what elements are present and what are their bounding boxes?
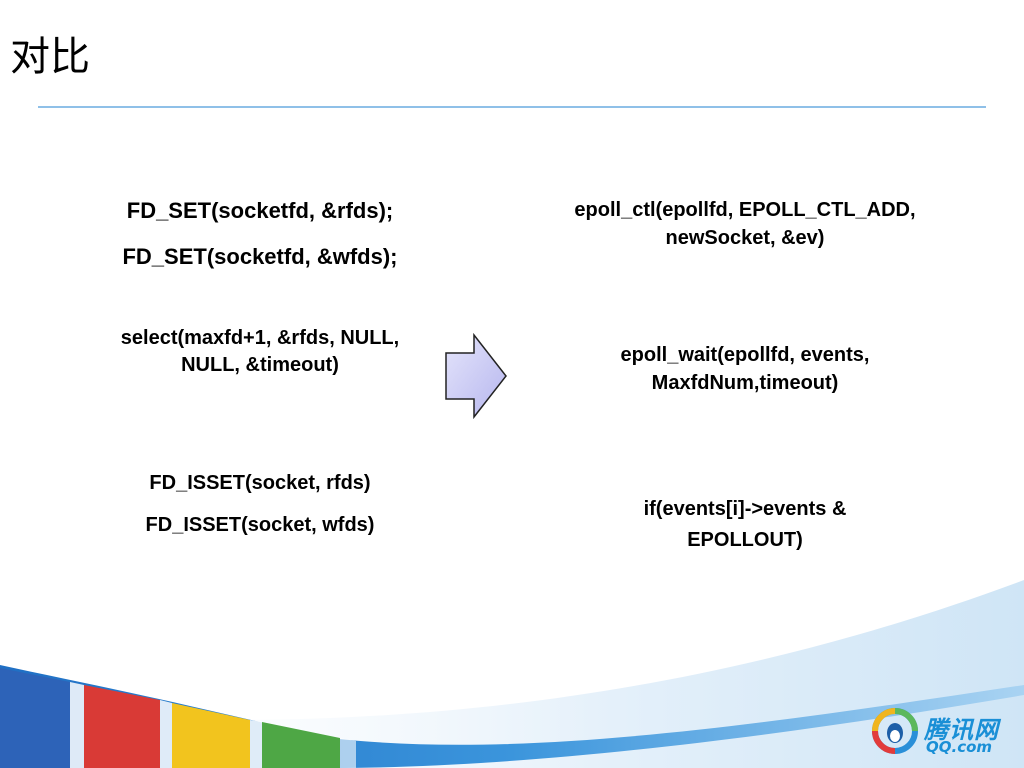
slide-title: 对比: [10, 34, 90, 80]
qq-globe-icon: [872, 708, 918, 754]
qq-logo: 腾讯网 QQ.com: [872, 708, 1012, 758]
fd-isset-write-line: FD_ISSET(socket, wfds): [145, 514, 375, 536]
epoll-wait-block: epoll_wait(epollfd, events, MaxfdNum,tim…: [520, 341, 970, 397]
select-line-1: select(maxfd+1, &rfds, NULL,: [120, 327, 400, 349]
fd-set-write-line: FD_SET(socketfd, &wfds);: [122, 244, 398, 269]
epoll-ctl-line-2: newSocket, &ev): [665, 227, 825, 249]
logo-brand-text: 腾讯网: [924, 716, 999, 744]
events-check-block: if(events[i]->events & EPOLLOUT): [520, 494, 970, 556]
title-divider: [38, 106, 986, 108]
select-call-block: select(maxfd+1, &rfds, NULL, NULL, &time…: [50, 325, 470, 379]
epoll-wait-line-2: MaxfdNum,timeout): [651, 372, 839, 394]
fd-isset-read-line: FD_ISSET(socket, rfds): [149, 472, 371, 494]
select-line-2: NULL, &timeout): [181, 354, 339, 376]
events-check-line-2: EPOLLOUT): [687, 529, 803, 551]
footer-decoration: [0, 580, 1024, 768]
epoll-ctl-block: epoll_ctl(epollfd, EPOLL_CTL_ADD, newSoc…: [520, 196, 970, 252]
events-check-line-1: if(events[i]->events &: [643, 498, 847, 520]
epoll-wait-line-1: epoll_wait(epollfd, events,: [620, 344, 870, 366]
fd-isset-block: FD_ISSET(socket, rfds) FD_ISSET(socket, …: [50, 462, 470, 546]
epoll-ctl-line-1: epoll_ctl(epollfd, EPOLL_CTL_ADD,: [574, 199, 916, 221]
logo-domain-text: QQ.com: [926, 738, 993, 756]
fd-set-read-line: FD_SET(socketfd, &rfds);: [126, 198, 394, 223]
right-arrow-icon: [445, 333, 507, 419]
fd-set-block: FD_SET(socketfd, &rfds); FD_SET(socketfd…: [50, 188, 470, 280]
